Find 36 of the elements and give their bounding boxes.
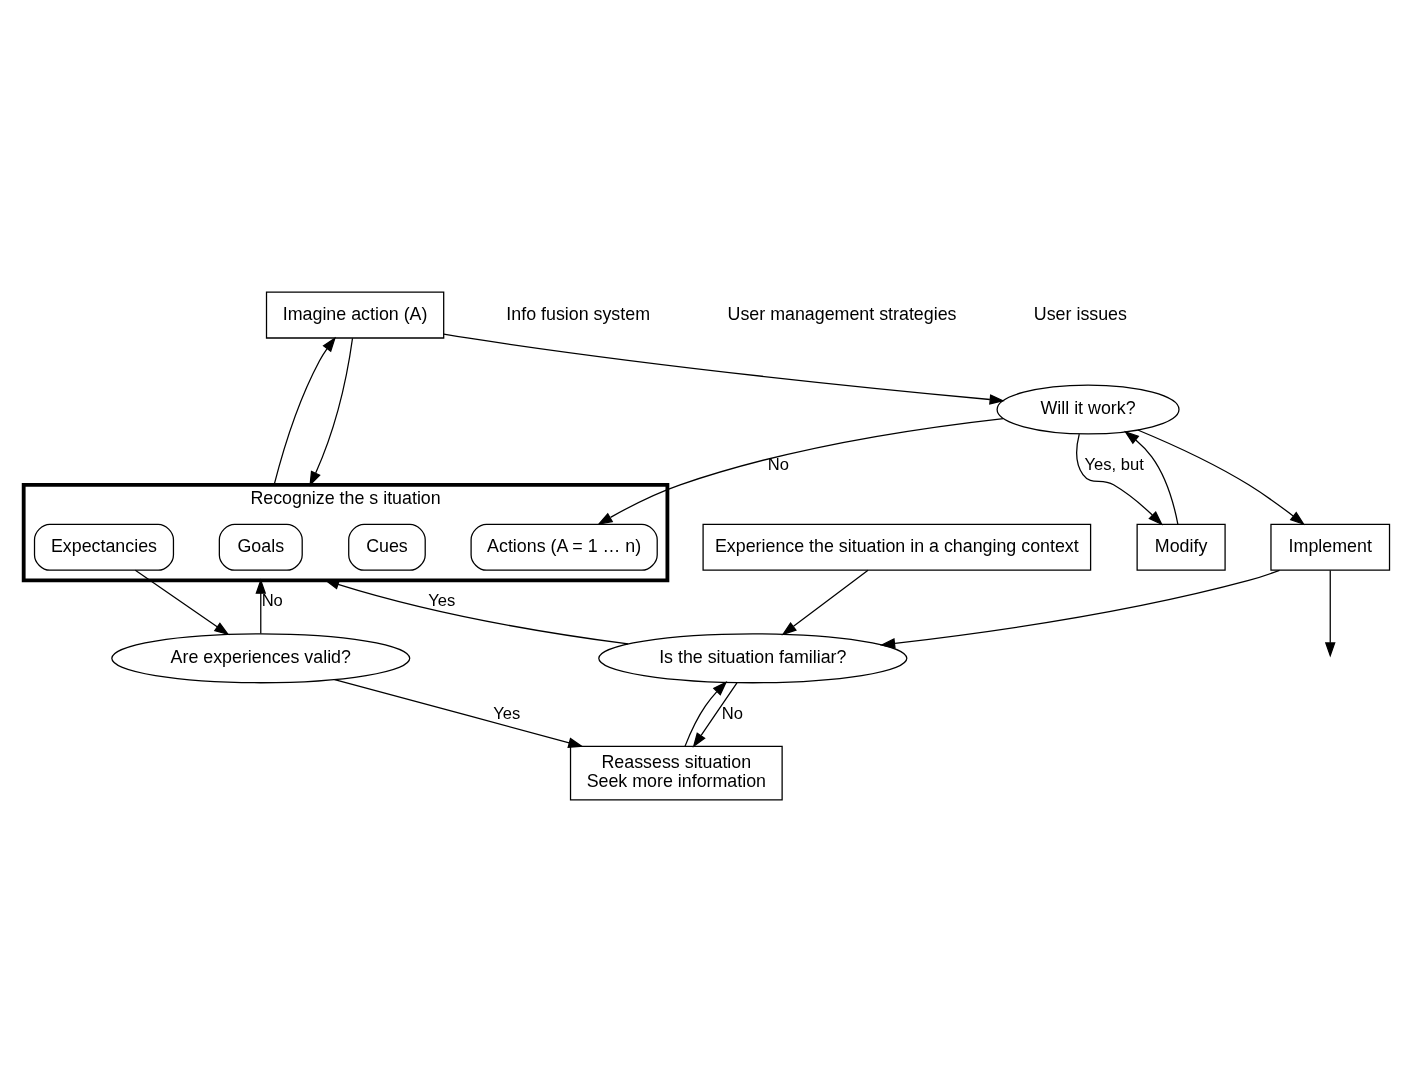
edge-label: Yes xyxy=(428,590,456,610)
node-box: Expectancies xyxy=(33,523,175,571)
arrow xyxy=(597,417,1004,525)
arrow xyxy=(1137,428,1306,525)
arrow xyxy=(692,681,738,748)
edge-label: No xyxy=(261,590,283,610)
edge-label: No xyxy=(721,703,744,723)
node-box: Cues xyxy=(348,523,426,571)
node-box: Imagine action (A) xyxy=(265,290,445,339)
arrow xyxy=(1124,430,1179,525)
arrow xyxy=(879,569,1281,649)
node-ellipse: Are experiences valid? xyxy=(111,632,411,683)
arrow xyxy=(443,332,1005,405)
node-box: Experience the situation in a changing context xyxy=(702,523,1092,571)
node-box: Modify xyxy=(1136,523,1226,571)
label: Info fusion system xyxy=(506,303,651,324)
arrow xyxy=(134,569,230,635)
node-box: Reassess situation Seek more information xyxy=(569,745,783,801)
edge-label: No xyxy=(767,454,789,474)
arrow xyxy=(273,336,336,485)
arrow xyxy=(333,678,584,748)
node-box: Goals xyxy=(218,523,303,571)
arrow xyxy=(781,569,869,635)
edge-label: Yes xyxy=(493,703,521,723)
node-ellipse: Will it work? xyxy=(996,383,1180,435)
arrow xyxy=(684,680,728,747)
label: User management strategies xyxy=(727,303,957,324)
arrow xyxy=(255,578,267,634)
arrow xyxy=(1324,569,1336,658)
label: User issues xyxy=(1033,303,1127,324)
edge-label: Yes, but xyxy=(1084,454,1144,474)
node-box: Implement xyxy=(1270,523,1391,571)
node-ellipse: Is the situation familiar? xyxy=(598,632,908,683)
arrow xyxy=(309,337,354,487)
node-box: Actions (A = 1 … n) xyxy=(470,523,658,571)
arrow xyxy=(1076,432,1163,526)
